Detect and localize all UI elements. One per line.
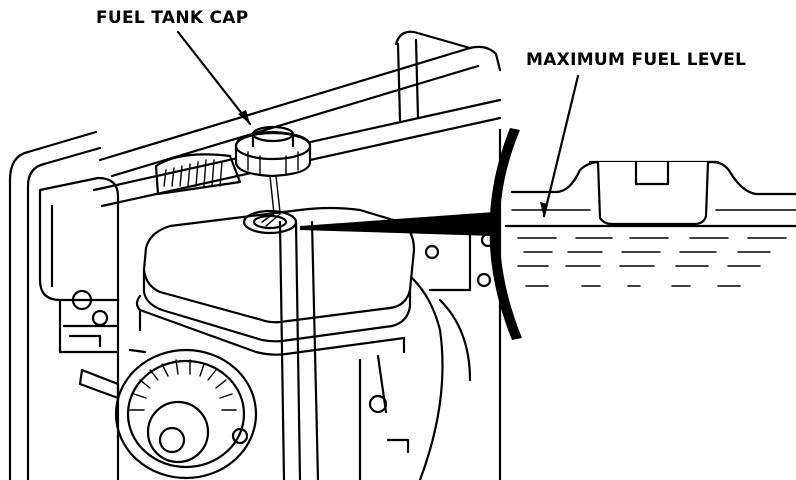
- cap-leader-arrowhead: [238, 110, 250, 124]
- cap-leader-line: [176, 30, 252, 126]
- fuel-surface-dashes: [517, 237, 787, 287]
- fuel-tank: [135, 206, 416, 480]
- level-leader-line: [542, 74, 580, 218]
- zoom-callout-beam: [300, 212, 494, 236]
- magnified-detail: [489, 128, 796, 340]
- cooling-fins: [154, 153, 242, 196]
- engine-body: [38, 153, 242, 480]
- fuel-tank-cap-label: FUEL TANK CAP: [96, 8, 249, 28]
- level-leader-arrowhead: [540, 202, 548, 218]
- fuel-tank-cap-part: [234, 125, 312, 215]
- maximum-fuel-level-label: MAXIMUM FUEL LEVEL: [526, 50, 747, 70]
- recoil-starter: [114, 348, 258, 480]
- starter-vents: [129, 359, 237, 411]
